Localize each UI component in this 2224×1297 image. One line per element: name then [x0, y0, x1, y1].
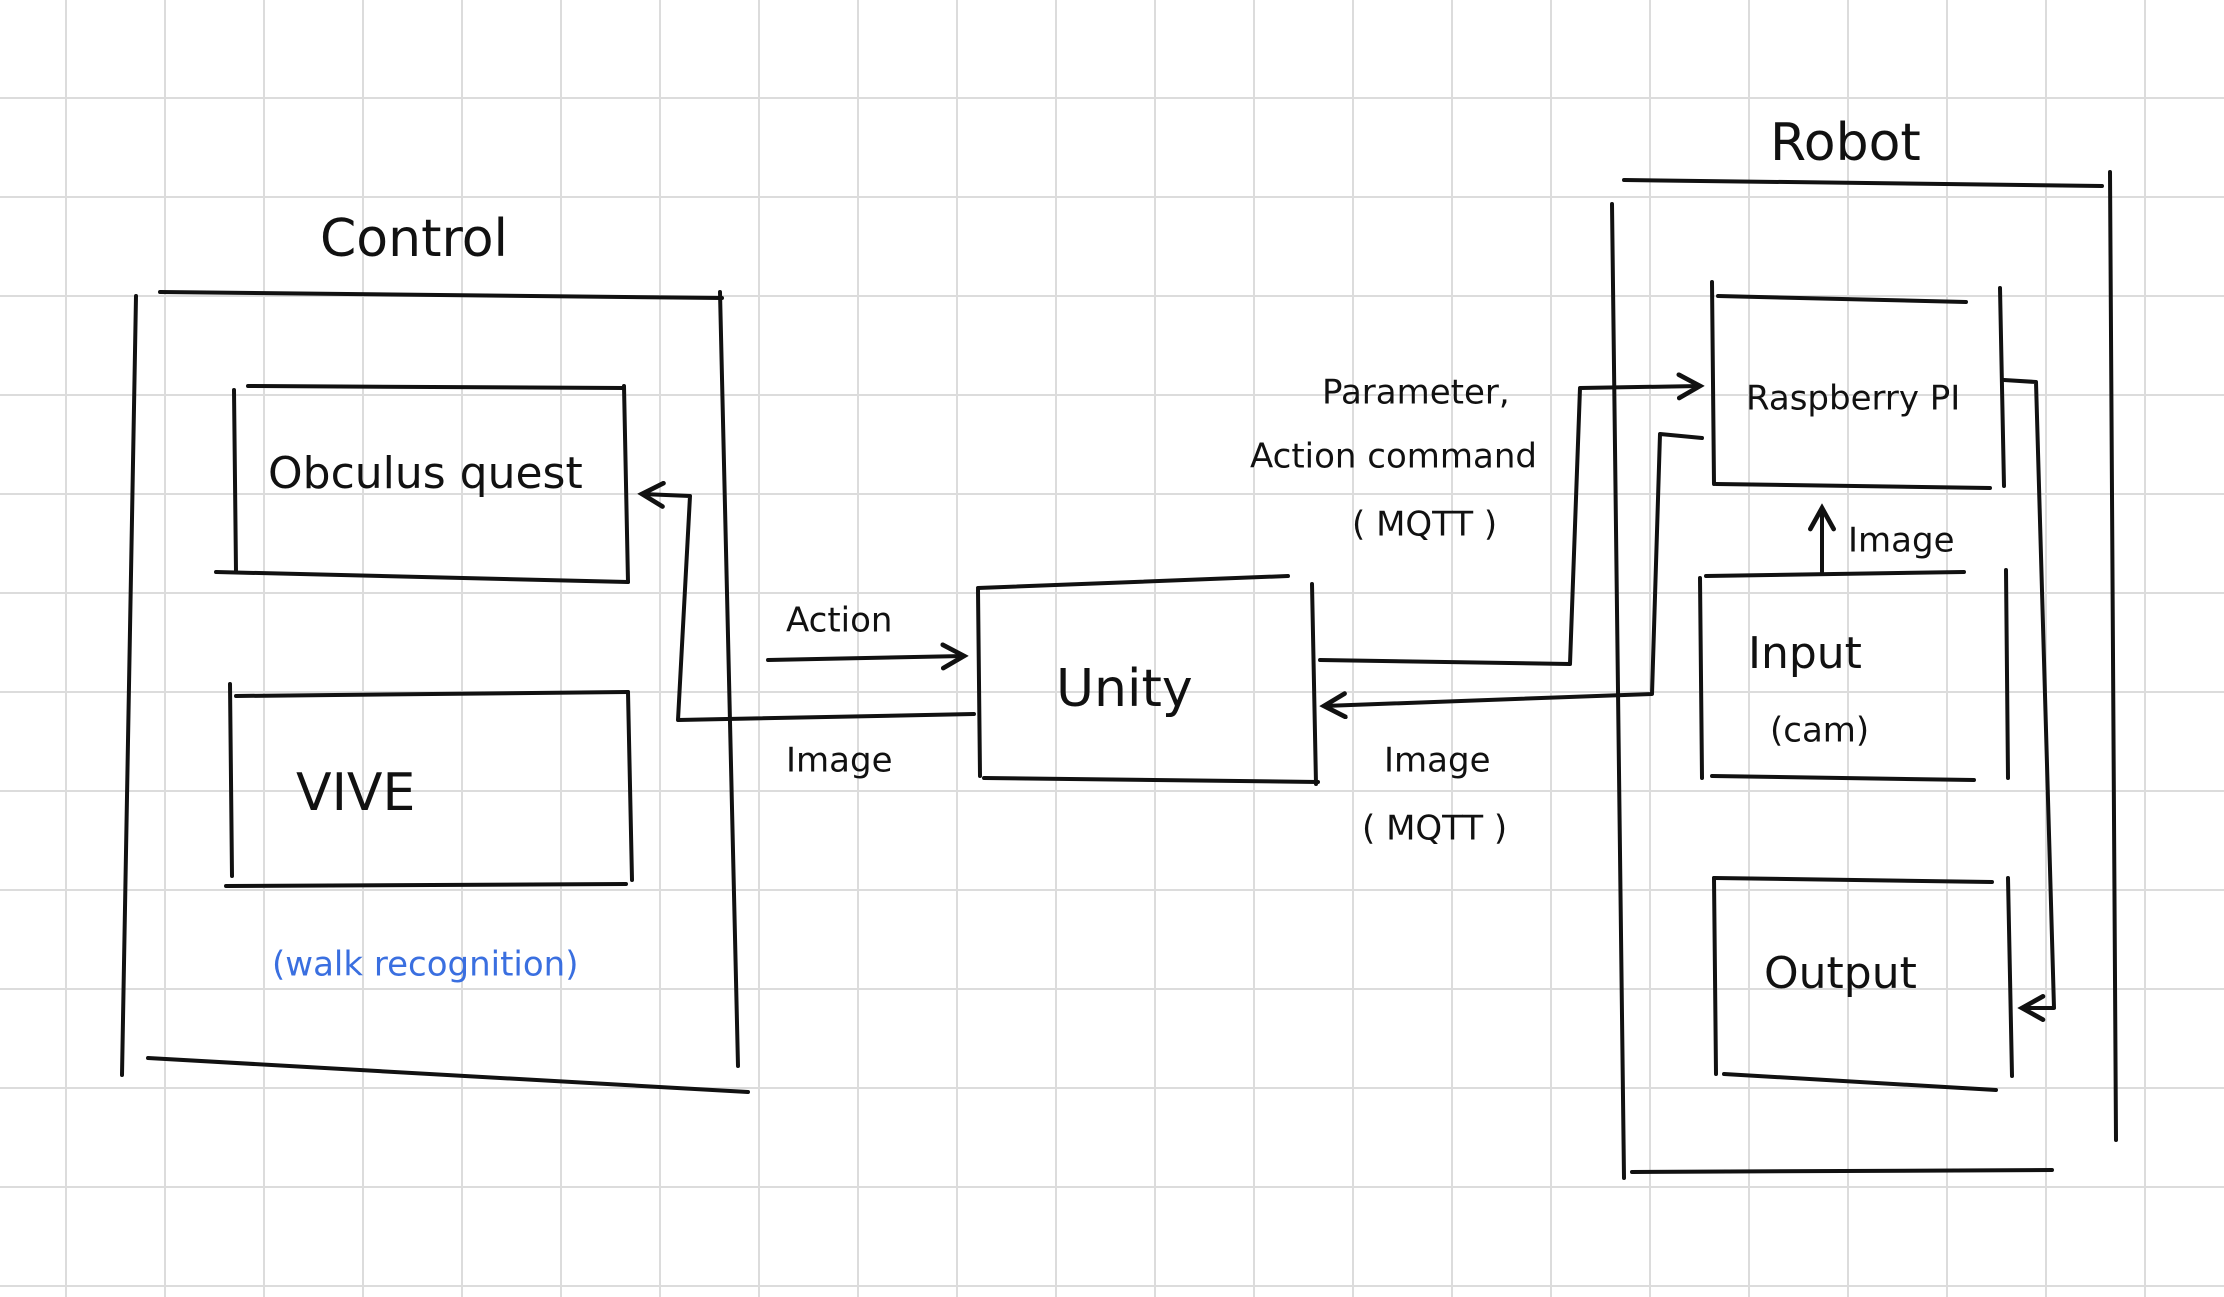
control-box-right [718, 290, 740, 1068]
unity-node: Unity [976, 574, 1320, 786]
raspberry-label: Raspberry PI [1746, 379, 1960, 419]
oculus-box-right [622, 384, 630, 584]
action-edge: Action [766, 601, 964, 661]
oculus-quest-node: Obculus quest [214, 384, 630, 584]
output-box-top [1712, 876, 1994, 884]
robot-box-right [2108, 170, 2118, 1142]
input-sub-label: (cam) [1770, 711, 1869, 751]
unity-box-top [976, 574, 1290, 590]
parameter-label-1: Parameter, [1322, 373, 1510, 413]
control-box-left [120, 294, 138, 1077]
output-box-left [1712, 876, 1718, 1076]
oculus-box-left [232, 388, 238, 574]
control-group: Control [120, 209, 750, 1094]
unity-label: Unity [1056, 659, 1193, 719]
control-box-bottom [146, 1056, 750, 1094]
raspberry-box-right [1998, 286, 2006, 488]
robot-box-top [1622, 178, 2104, 188]
unity-box-bottom [982, 776, 1320, 784]
unity-box-right [1310, 582, 1318, 786]
image-left-label: Image [786, 741, 892, 781]
parameter-edge: Parameter, Action command ( MQTT ) [1250, 373, 1700, 666]
parameter-arrow [1318, 386, 1700, 666]
raspberry-box-top [1716, 294, 1968, 304]
raspberry-box-bottom [1714, 482, 1992, 490]
vive-note: (walk recognition) [272, 945, 578, 985]
raspberry-pi-node: Raspberry PI [1710, 280, 2006, 490]
output-box-bottom [1722, 1072, 1998, 1092]
control-title: Control [320, 209, 508, 269]
action-arrow [766, 656, 964, 660]
robot-title: Robot [1770, 113, 1921, 173]
image-cam-label: Image [1848, 521, 1954, 561]
oculus-box-top [246, 384, 626, 390]
robot-group: Robot [1610, 113, 2118, 1180]
output-box-right [2006, 876, 2014, 1078]
image-right-arrow [1324, 432, 1704, 706]
input-box-right [2004, 568, 2010, 780]
oculus-box-bottom [214, 570, 630, 584]
unity-box-left [976, 588, 982, 778]
robot-box-left [1610, 202, 1626, 1180]
vive-box-left [228, 682, 234, 878]
output-node: Output [1712, 876, 2014, 1092]
output-label: Output [1764, 948, 1917, 999]
input-box-left [1698, 576, 1704, 780]
input-box-top [1704, 570, 1966, 578]
image-left-arrow [642, 494, 976, 722]
vive-label: VIVE [296, 763, 415, 823]
image-right-label-1: Image [1384, 741, 1490, 781]
input-box-bottom [1710, 774, 1976, 782]
control-box-top [158, 290, 724, 300]
parameter-label-2: Action command [1250, 437, 1537, 477]
vive-box-right [626, 690, 634, 882]
parameter-label-3: ( MQTT ) [1352, 505, 1497, 545]
image-right-edge: Image ( MQTT ) [1324, 432, 1704, 849]
raspberry-to-output-arrow [2002, 378, 2056, 1008]
action-label: Action [786, 601, 892, 641]
input-label: Input [1748, 628, 1862, 679]
vive-node: VIVE [224, 682, 634, 888]
input-cam-node: Input (cam) [1698, 568, 2010, 782]
vive-box-bottom [224, 882, 628, 888]
robot-box-bottom [1630, 1168, 2054, 1174]
image-right-label-2: ( MQTT ) [1362, 809, 1507, 849]
image-cam-edge: Image [1822, 508, 1954, 574]
oculus-label: Obculus quest [268, 448, 583, 499]
vive-box-top [234, 690, 630, 698]
raspberry-box-left [1710, 280, 1716, 486]
image-left-edge: Image [642, 494, 976, 781]
